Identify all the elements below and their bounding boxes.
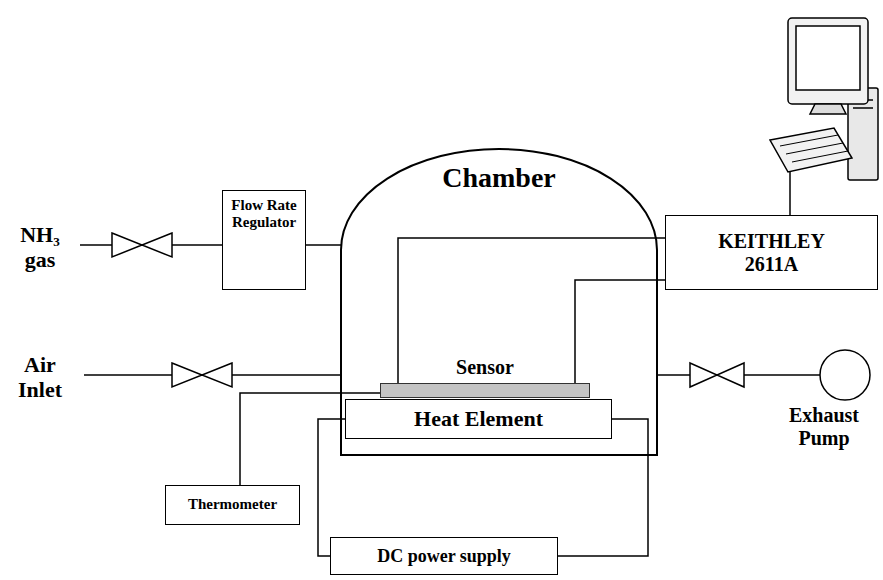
gas-label: NH₃ gas bbox=[5, 222, 75, 273]
valve-symbol bbox=[112, 233, 172, 257]
sensor-plate bbox=[380, 383, 590, 398]
chamber-wall bbox=[341, 149, 657, 455]
chamber-heading: Chamber bbox=[340, 148, 658, 194]
wire-connector bbox=[558, 419, 648, 556]
node-label: Chamber bbox=[442, 162, 556, 194]
power-supply-box: DC power supply bbox=[330, 537, 558, 575]
monitor-screen bbox=[796, 26, 860, 90]
pump-symbol bbox=[770, 348, 878, 404]
node-label: KEITHLEY 2611A bbox=[702, 230, 842, 276]
chamber-dome: ChamberSensorHeat Element bbox=[340, 148, 658, 456]
node-label: Heat Element bbox=[414, 406, 543, 431]
pump-circle bbox=[820, 350, 870, 400]
node-label: DC power supply bbox=[377, 546, 511, 567]
valve-symbol bbox=[172, 363, 232, 387]
regulator-box: Flow Rate Regulator bbox=[222, 190, 306, 290]
node-label: Thermometer bbox=[188, 496, 277, 513]
computer-icon bbox=[770, 18, 878, 180]
pump-caption: Exhaust Pump bbox=[770, 404, 878, 450]
instrument-box: KEITHLEY 2611A bbox=[665, 215, 878, 290]
monitor-stand bbox=[810, 104, 846, 114]
sensor: Sensor bbox=[380, 356, 590, 398]
wire-connector bbox=[575, 280, 665, 383]
heater-box: Heat Element bbox=[345, 399, 612, 439]
keyboard-keys bbox=[780, 135, 848, 162]
wire-connector bbox=[306, 244, 341, 246]
keyboard bbox=[770, 128, 852, 172]
node-label: Exhaust Pump bbox=[778, 404, 870, 450]
exhaust-pump: Exhaust Pump bbox=[770, 348, 878, 452]
computer-cable bbox=[789, 170, 791, 215]
node-label: Flow Rate Regulator bbox=[227, 197, 301, 232]
valve-symbol bbox=[690, 363, 744, 387]
monitor-frame bbox=[788, 18, 868, 104]
node-label: Sensor bbox=[456, 356, 514, 379]
inlet-label: Air Inlet bbox=[5, 352, 75, 403]
valves bbox=[112, 233, 744, 387]
wire-connector bbox=[398, 238, 665, 383]
thermometer-box: Thermometer bbox=[165, 485, 300, 525]
